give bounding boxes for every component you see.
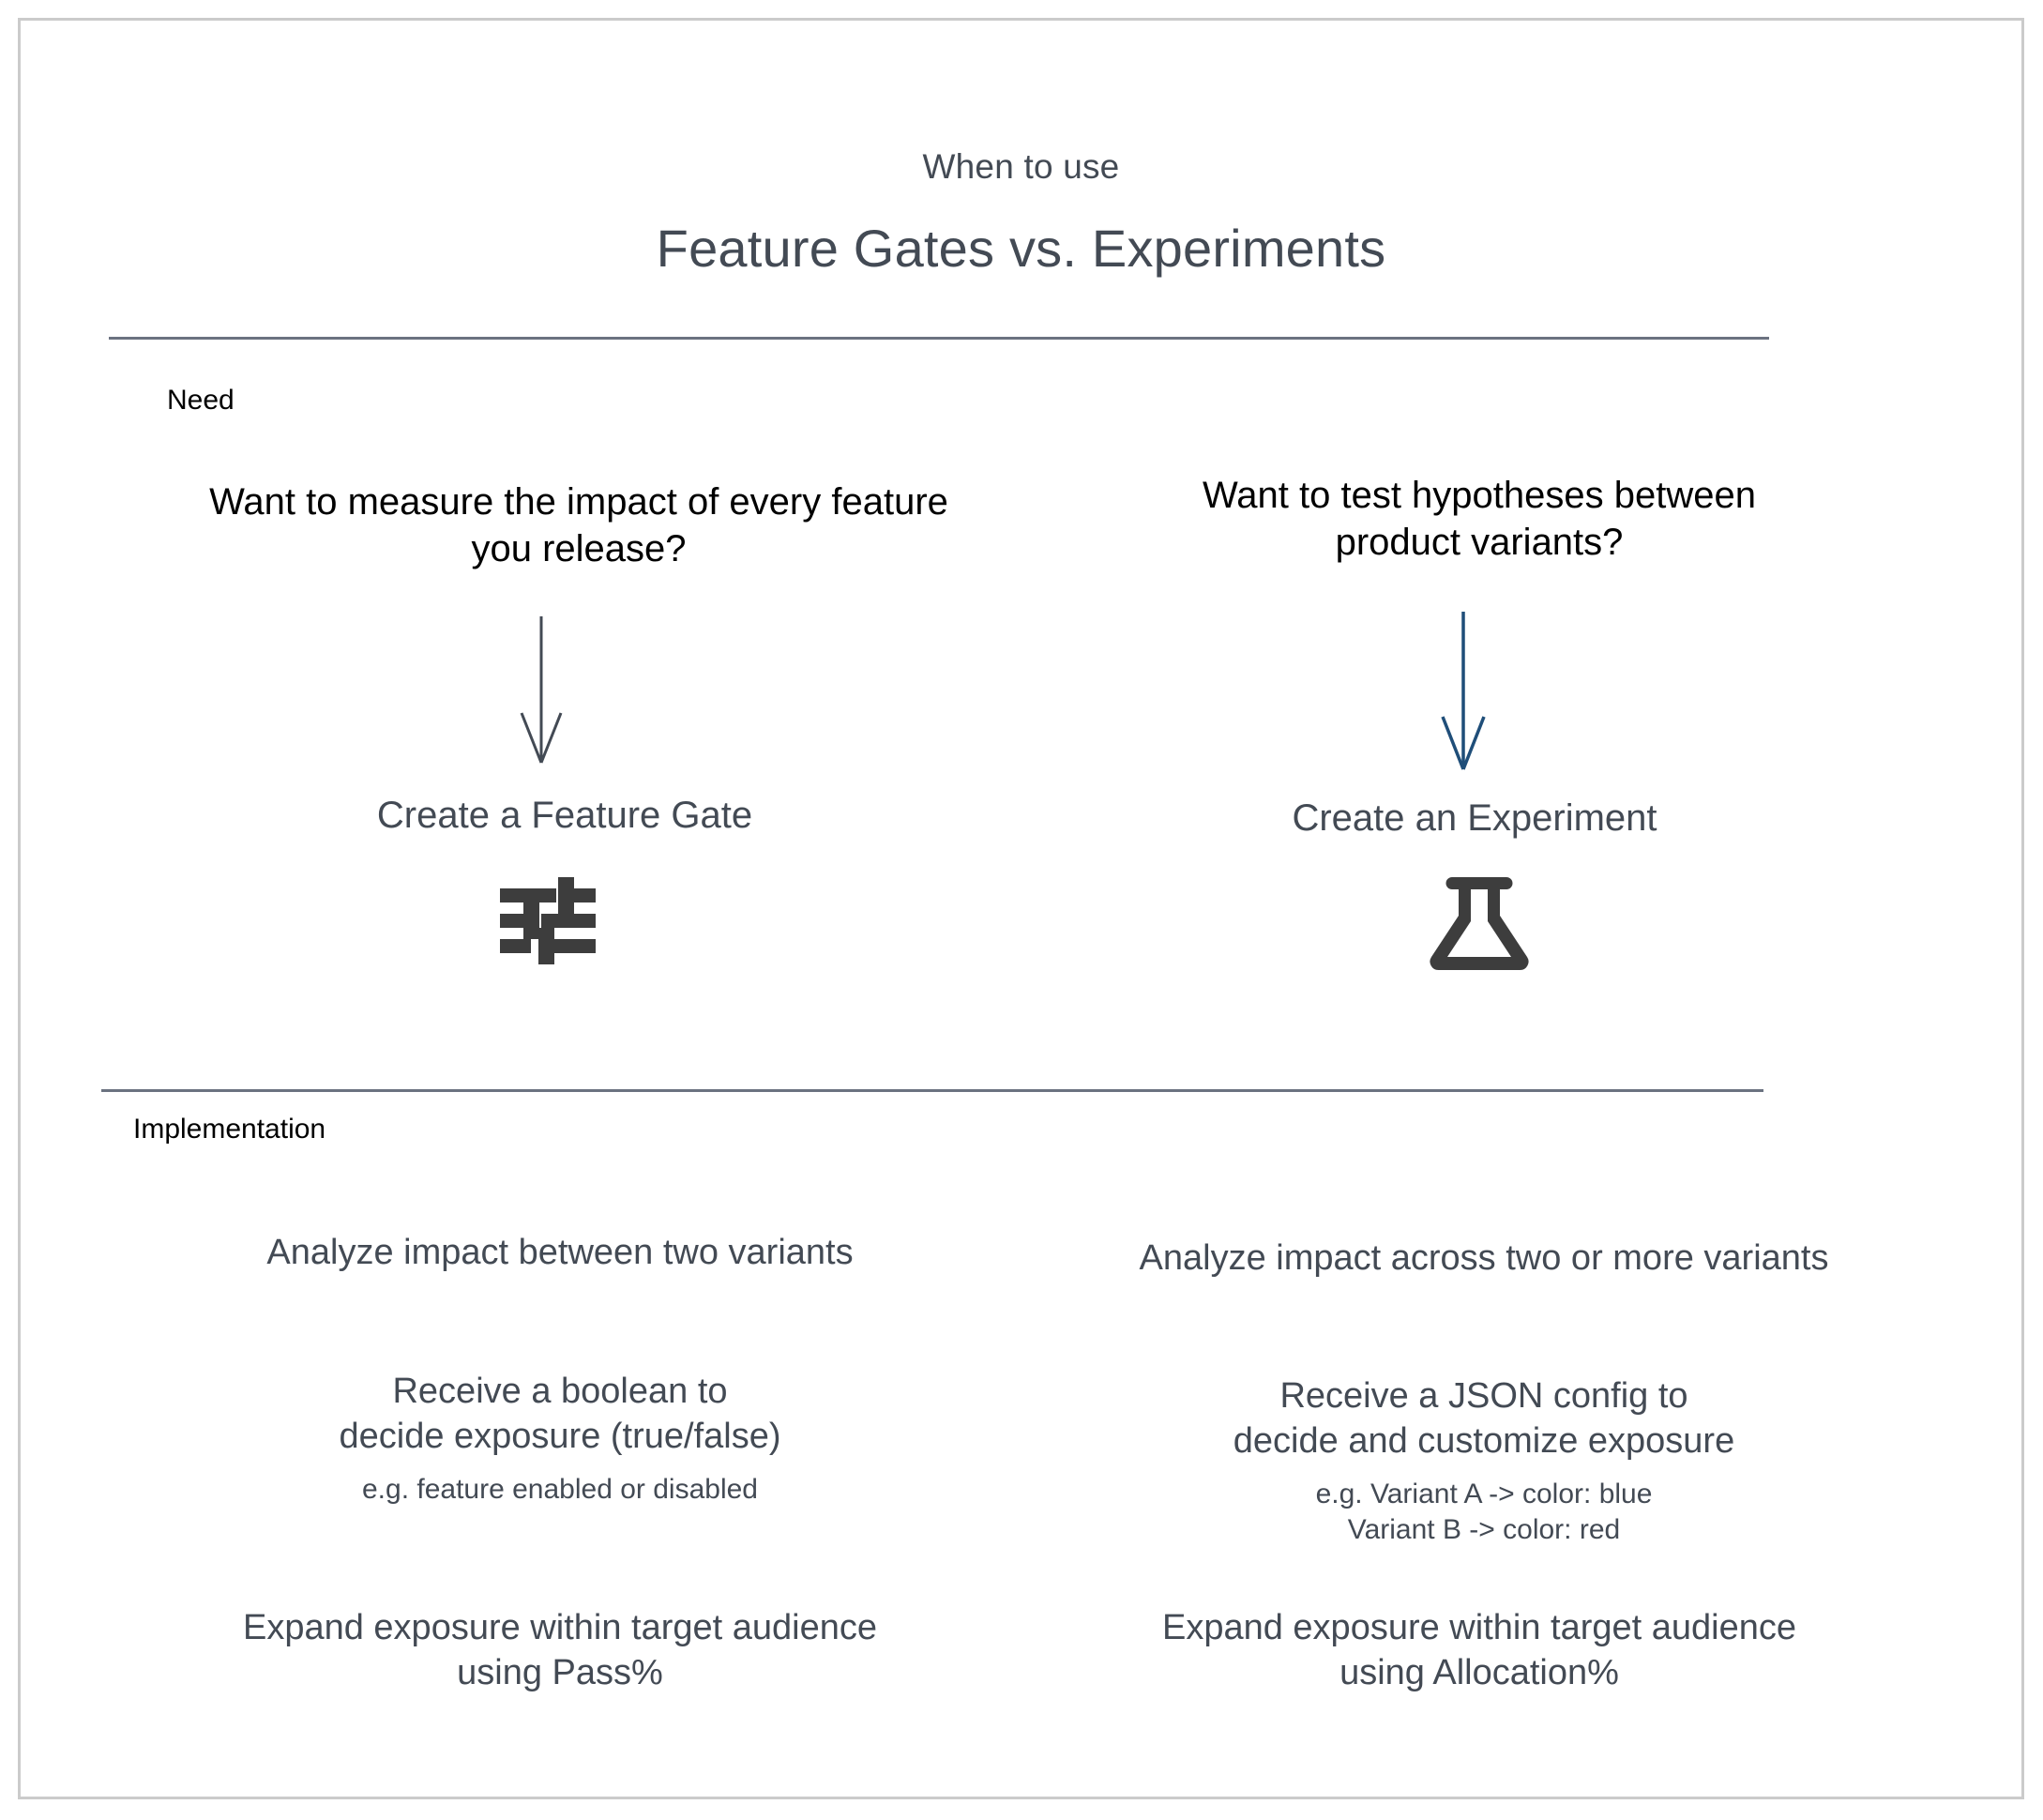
down-arrow-icon-left bbox=[520, 616, 563, 764]
page-title: Feature Gates vs. Experiments bbox=[656, 219, 1386, 278]
section-label-need: Need bbox=[167, 385, 235, 416]
impl-row-left-1: Analyze impact between two variants bbox=[171, 1231, 949, 1276]
need-question-left: Want to measure the impact of every feat… bbox=[209, 481, 948, 570]
divider-need bbox=[109, 337, 1769, 340]
impl-row-right-1: Analyze impact across two or more varian… bbox=[1081, 1236, 1887, 1282]
section-label-implementation: Implementation bbox=[133, 1114, 326, 1145]
divider-implementation bbox=[101, 1089, 1763, 1092]
slide-canvas: When to use Feature Gates vs. Experiment… bbox=[18, 18, 2024, 1799]
impl-main-text: Analyze impact between two variants bbox=[266, 1233, 854, 1272]
need-action-left: Create a Feature Gate bbox=[376, 795, 753, 836]
flask-icon bbox=[1428, 865, 1531, 978]
slide-eyebrow: When to use bbox=[922, 147, 1120, 186]
impl-sub-text: e.g. feature enabled or disabled bbox=[362, 1474, 758, 1505]
sliders-tune-icon bbox=[494, 870, 598, 978]
down-arrow-icon-right bbox=[1441, 612, 1486, 770]
impl-main-text: Analyze impact across two or more varian… bbox=[1139, 1238, 1829, 1278]
need-question-right: Want to test hypotheses between product … bbox=[1203, 475, 1756, 564]
need-action-right: Create an Experiment bbox=[1292, 797, 1657, 839]
